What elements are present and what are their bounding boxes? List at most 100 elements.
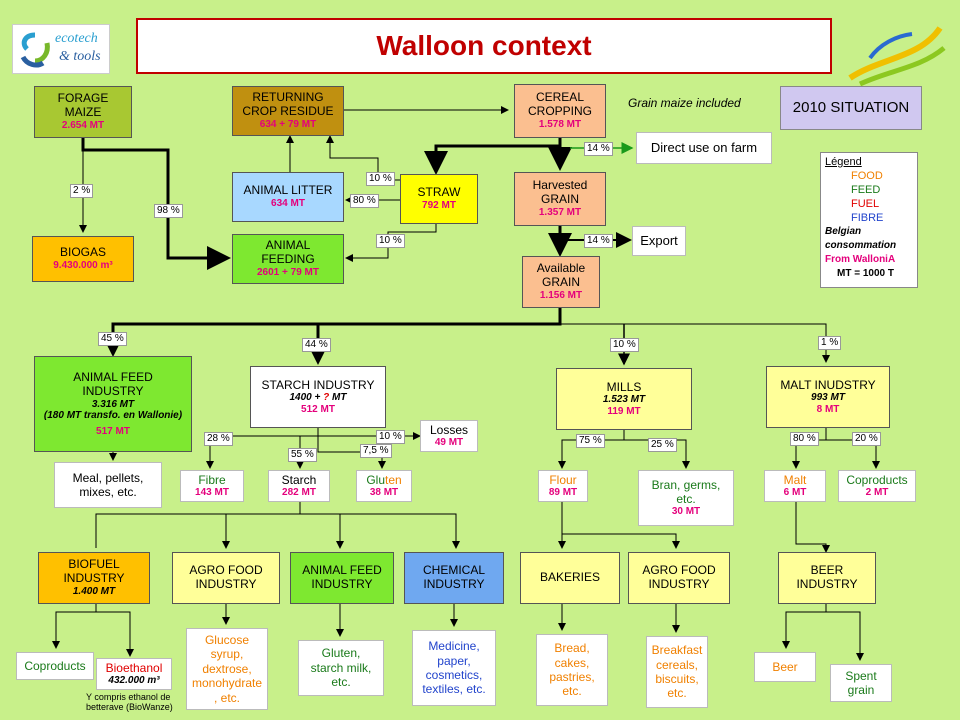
- spent-label: Spent grain: [845, 668, 877, 697]
- starchp-label: Starch: [281, 472, 317, 487]
- logo-text-2: & tools: [59, 49, 101, 64]
- cereal-label: CEREAL CROPPING: [527, 90, 592, 119]
- bran-label: Bran, germs, etc.: [651, 477, 721, 506]
- maltp-label: Malt: [783, 472, 807, 487]
- starch-label: STARCH INDUSTRY: [261, 377, 375, 392]
- forage-value: 2.654 MT: [61, 120, 105, 132]
- node-forage-maize: FORAGE MAIZE 2.654 MT: [34, 86, 132, 138]
- legend-title: Légend: [825, 156, 862, 168]
- node-animal-feed-industry: ANIMAL FEED INDUSTRY 3.316 MT (180 MT tr…: [34, 356, 192, 452]
- litter-value: 634 MT: [271, 198, 305, 210]
- node-bioethanol: Bioethanol 432.000 m³: [96, 658, 172, 690]
- pct-10-litter: 10 %: [366, 172, 395, 186]
- flour-label: Flour: [549, 472, 577, 487]
- leaf-decoration-icon: [848, 26, 946, 87]
- mills-value1: 1.523 MT: [602, 394, 646, 406]
- node-fibre: Fibre 143 MT: [180, 470, 244, 502]
- pct-80-malt: 80 %: [790, 432, 819, 446]
- feeding-value: 2601 + 79 MT: [257, 267, 319, 279]
- node-export: Export: [632, 226, 686, 256]
- legend-belgian: Belgian: [825, 226, 862, 237]
- node-starch-industry: STARCH INDUSTRY 1400 + ? MT 512 MT: [250, 366, 386, 428]
- grain-note: Grain maize included: [628, 96, 741, 110]
- situation-box: 2010 SITUATION: [780, 86, 922, 130]
- losses-value: 49 MT: [434, 437, 464, 449]
- situation-label: 2010 SITUATION: [792, 99, 910, 117]
- title-box: Walloon context: [136, 18, 832, 74]
- biogas-value: 9.430.000 m³: [53, 260, 113, 272]
- logo-text-1: ecotech: [55, 31, 98, 46]
- node-beer: Beer: [754, 652, 816, 682]
- pct-45: 45 %: [98, 332, 127, 346]
- node-bakeries: BAKERIES: [520, 552, 620, 604]
- pct-80: 80 %: [350, 194, 379, 208]
- pct-10-losses: 10 %: [376, 430, 405, 444]
- legend-fuel: FUEL: [851, 198, 880, 210]
- node-malt-product: Malt 6 MT: [764, 470, 826, 502]
- direct-label: Direct use on farm: [650, 140, 758, 156]
- node-medicine: Medicine, paper, cosmetics, textiles, et…: [412, 630, 496, 706]
- node-coproducts-biofuel: Coproducts: [16, 652, 94, 680]
- harvested-label: Harvested GRAIN: [532, 178, 588, 207]
- legend-feed: FEED: [851, 184, 881, 196]
- node-biogas: BIOGAS 9.430.000 m³: [32, 236, 134, 282]
- node-losses: Losses 49 MT: [420, 420, 478, 452]
- afi-value2: (180 MT transfo. en Wallonie): [43, 410, 183, 422]
- meal-label: Meal, pellets, mixes, etc.: [72, 470, 144, 499]
- beer-ind-label: BEER INDUSTRY: [796, 563, 858, 591]
- maltp-value: 6 MT: [783, 487, 807, 499]
- available-label: Available GRAIN: [536, 261, 586, 290]
- flour-value: 89 MT: [548, 487, 578, 499]
- breakfast-label: Breakfast cereals, biscuits, etc.: [651, 643, 703, 701]
- logo: ecotech & tools: [12, 24, 110, 74]
- pct-55: 55 %: [288, 448, 317, 462]
- node-mills: MILLS 1.523 MT 119 MT: [556, 368, 692, 430]
- available-value: 1.156 MT: [539, 290, 583, 302]
- node-bread: Bread, cakes, pastries, etc.: [536, 634, 608, 706]
- ethanol-note: Y compris ethanol de betterave (BioWanze…: [86, 692, 173, 712]
- node-meal: Meal, pellets, mixes, etc.: [54, 462, 162, 508]
- node-agro-food-2: AGRO FOOD INDUSTRY: [628, 552, 730, 604]
- node-spent-grain: Spent grain: [830, 664, 892, 702]
- mills-label: MILLS: [606, 379, 642, 394]
- bioethanol-value: 432.000 m³: [108, 675, 160, 687]
- legend-fibre: FIBRE: [851, 212, 884, 224]
- malt-value1: 993 MT: [811, 392, 845, 404]
- node-bran: Bran, germs, etc. 30 MT: [638, 470, 734, 526]
- pct-25: 25 %: [648, 438, 677, 452]
- feeding-label: ANIMAL FEEDING: [261, 238, 315, 267]
- biofuel-value: 1.400 MT: [72, 586, 116, 598]
- pct-7-5: 7,5 %: [360, 444, 392, 458]
- pct-1: 1 %: [818, 336, 842, 350]
- node-starch-product: Starch 282 MT: [268, 470, 330, 502]
- node-coproducts-malt: Coproducts 2 MT: [838, 470, 916, 502]
- beer-label: Beer: [772, 659, 798, 674]
- straw-value: 792 MT: [422, 200, 456, 212]
- node-harvested-grain: Harvested GRAIN 1.357 MT: [514, 172, 606, 226]
- returning-label: RETURNING CROP RESIDUE: [242, 90, 334, 119]
- afi-value: 517 MT: [96, 425, 130, 437]
- harvested-value: 1.357 MT: [538, 207, 582, 219]
- node-animal-litter: ANIMAL LITTER 634 MT: [232, 172, 344, 222]
- page-title: Walloon context: [376, 30, 592, 61]
- gluten-label: Gluten: [366, 472, 402, 487]
- legend-unit: MT = 1000 T: [837, 268, 894, 279]
- bakeries-label: BAKERIES: [539, 570, 601, 585]
- node-glucose: Glucose syrup, dextrose, monohydrate , e…: [186, 628, 268, 710]
- glutsm-label: Gluten, starch milk, etc.: [310, 646, 372, 690]
- afi-value1: 3.316 MT: [91, 398, 135, 410]
- pct-75: 75 %: [576, 434, 605, 448]
- agro1-label: AGRO FOOD INDUSTRY: [189, 563, 263, 591]
- pct-28: 28 %: [204, 432, 233, 446]
- node-animal-feed-industry-2: ANIMAL FEED INDUSTRY: [290, 552, 394, 604]
- pct-44: 44 %: [302, 338, 331, 352]
- node-malt-industry: MALT INUDSTRY 993 MT 8 MT: [766, 366, 890, 428]
- forage-label: FORAGE MAIZE: [57, 91, 109, 120]
- node-cereal-cropping: CEREAL CROPPING 1.578 MT: [514, 84, 606, 138]
- node-chemical-industry: CHEMICAL INDUSTRY: [404, 552, 504, 604]
- returning-value: 634 + 79 MT: [259, 119, 317, 131]
- export-label: Export: [640, 233, 678, 249]
- pct-14-export: 14 %: [584, 234, 613, 248]
- fibre-label: Fibre: [198, 472, 226, 487]
- straw-label: STRAW: [417, 185, 461, 200]
